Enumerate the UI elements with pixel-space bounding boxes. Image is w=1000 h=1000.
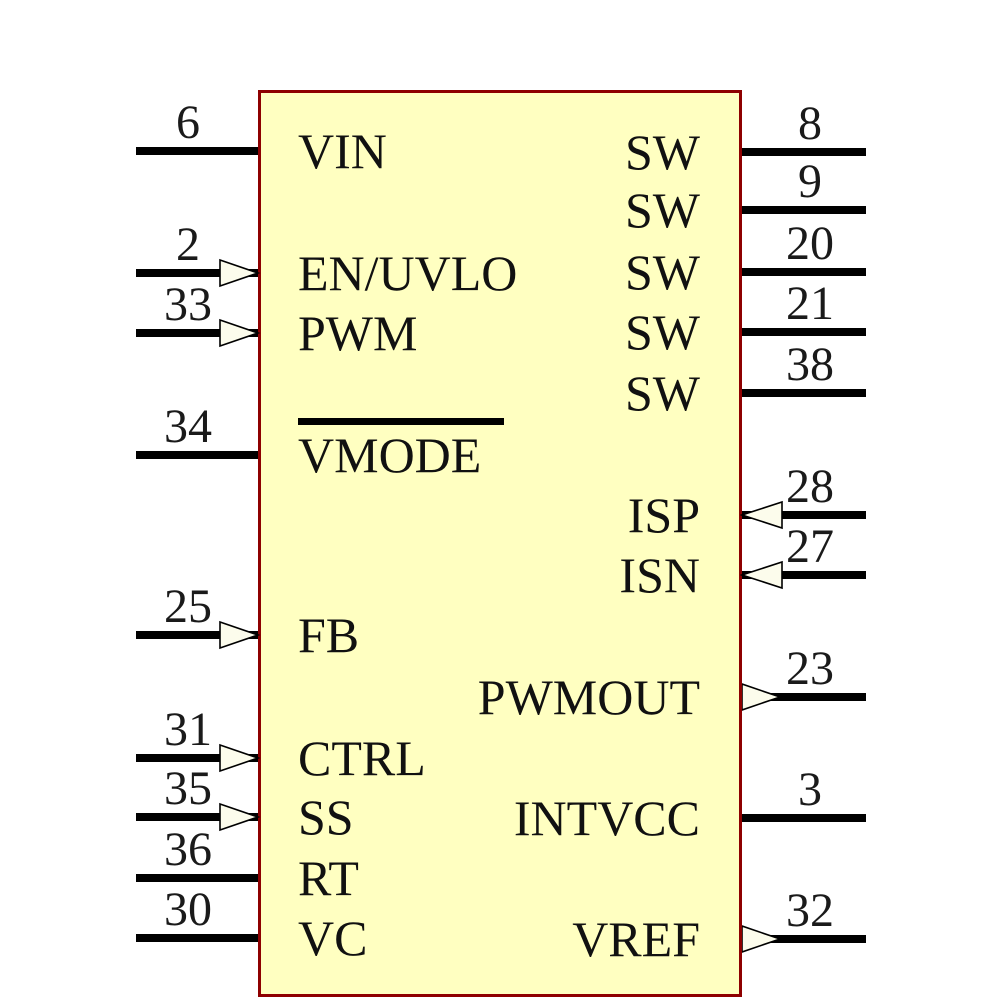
input-arrow-icon xyxy=(219,743,261,773)
pin-number: 27 xyxy=(786,520,834,573)
pin-number: 36 xyxy=(164,823,212,876)
pin-number: 23 xyxy=(786,642,834,695)
pin-wire xyxy=(136,451,258,459)
pin-wire xyxy=(136,934,258,942)
chip-body xyxy=(258,90,742,997)
input-arrow-icon xyxy=(219,802,261,832)
pin-label: SW xyxy=(625,182,700,238)
pin-number: 30 xyxy=(164,883,212,936)
pin-wire xyxy=(136,754,258,762)
pin-wire xyxy=(742,328,866,336)
input-arrow-icon xyxy=(219,258,261,288)
pin-number: 9 xyxy=(798,155,822,208)
pin-number: 25 xyxy=(164,580,212,633)
pin-number: 35 xyxy=(164,762,212,815)
pin-number: 2 xyxy=(176,218,200,271)
input-arrow-icon xyxy=(740,500,783,530)
pin-label: ISP xyxy=(627,487,700,543)
pin-wire xyxy=(742,814,866,822)
pin-label: INTVCC xyxy=(513,790,700,846)
pin-wire xyxy=(742,268,866,276)
pin-wire xyxy=(136,269,258,277)
pin-wire xyxy=(136,329,258,337)
pin-label: EN/UVLO xyxy=(298,245,518,301)
pin-number: 21 xyxy=(786,277,834,330)
pin-wire xyxy=(742,571,866,579)
pin-wire xyxy=(136,813,258,821)
pin-number: 28 xyxy=(786,460,834,513)
pin-wire xyxy=(742,935,866,943)
pin-number: 38 xyxy=(786,338,834,391)
pin-label: VC xyxy=(298,910,368,966)
pin-wire xyxy=(136,874,258,882)
pin-label: VREF xyxy=(572,911,700,967)
vmode-overline xyxy=(298,418,504,425)
output-arrow-icon xyxy=(742,925,783,953)
pin-label: PWMOUT xyxy=(477,669,700,725)
pin-label: ISN xyxy=(619,547,700,603)
pin-wire xyxy=(136,631,258,639)
pin-label: VMODE xyxy=(298,427,482,483)
pin-wire xyxy=(742,389,866,397)
pin-wire xyxy=(742,206,866,214)
pin-label: SW xyxy=(625,124,700,180)
pin-number: 6 xyxy=(176,96,200,149)
pin-label: SS xyxy=(298,789,354,845)
output-arrow-icon xyxy=(742,683,783,711)
pin-label: SW xyxy=(625,244,700,300)
pin-label: CTRL xyxy=(298,730,426,786)
pin-wire xyxy=(742,511,866,519)
pin-label: VIN xyxy=(298,123,387,179)
pin-label: RT xyxy=(298,850,359,906)
pin-wire xyxy=(136,147,258,155)
input-arrow-icon xyxy=(219,620,261,650)
pin-wire xyxy=(742,693,866,701)
pin-number: 3 xyxy=(798,763,822,816)
pin-wire xyxy=(742,148,866,156)
pin-number: 8 xyxy=(798,97,822,150)
pin-number: 33 xyxy=(164,278,212,331)
pin-label: SW xyxy=(625,365,700,421)
pin-number: 34 xyxy=(164,400,212,453)
pin-label: PWM xyxy=(298,305,418,361)
pin-label: FB xyxy=(298,607,360,663)
pin-number: 32 xyxy=(786,884,834,937)
pin-label: SW xyxy=(625,304,700,360)
pin-number: 20 xyxy=(786,217,834,270)
pin-number: 31 xyxy=(164,703,212,756)
input-arrow-icon xyxy=(219,318,261,348)
input-arrow-icon xyxy=(740,560,783,590)
